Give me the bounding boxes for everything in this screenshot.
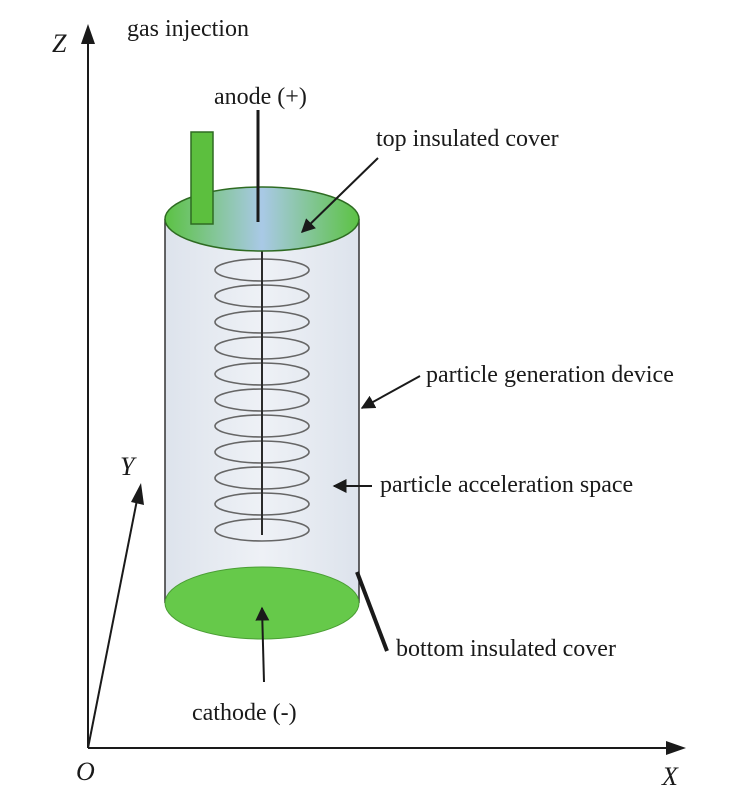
labels: gas injection anode (+) top insulated co… xyxy=(127,16,674,726)
top-cover-label: top insulated cover xyxy=(376,126,559,152)
z-axis-arrowhead xyxy=(81,24,95,44)
cathode-pointer xyxy=(255,606,270,683)
acceleration-space-label: particle acceleration space xyxy=(380,472,633,498)
bottom-cover-label: bottom insulated cover xyxy=(396,636,616,662)
gas-injection-label: gas injection xyxy=(127,16,249,42)
particle-generation-device xyxy=(164,110,360,640)
coordinate-axes: Z Y X O xyxy=(52,24,686,791)
y-axis xyxy=(87,499,138,749)
cathode-label: cathode (-) xyxy=(192,700,297,726)
x-axis-label: X xyxy=(661,762,679,791)
callout-arrows xyxy=(255,157,421,683)
device-pointer xyxy=(360,375,421,409)
gas-injection-tube xyxy=(190,131,214,225)
origin-label: O xyxy=(76,757,95,786)
z-axis-label: Z xyxy=(52,29,67,58)
y-axis-label: Y xyxy=(120,452,137,481)
anode-label: anode (+) xyxy=(214,84,307,110)
bottom-cover-pointer xyxy=(355,571,389,652)
y-axis-arrowhead xyxy=(131,483,144,505)
top-cover-pointer xyxy=(300,157,379,233)
x-axis-arrowhead xyxy=(666,741,686,755)
device-label: particle generation device xyxy=(426,362,674,388)
